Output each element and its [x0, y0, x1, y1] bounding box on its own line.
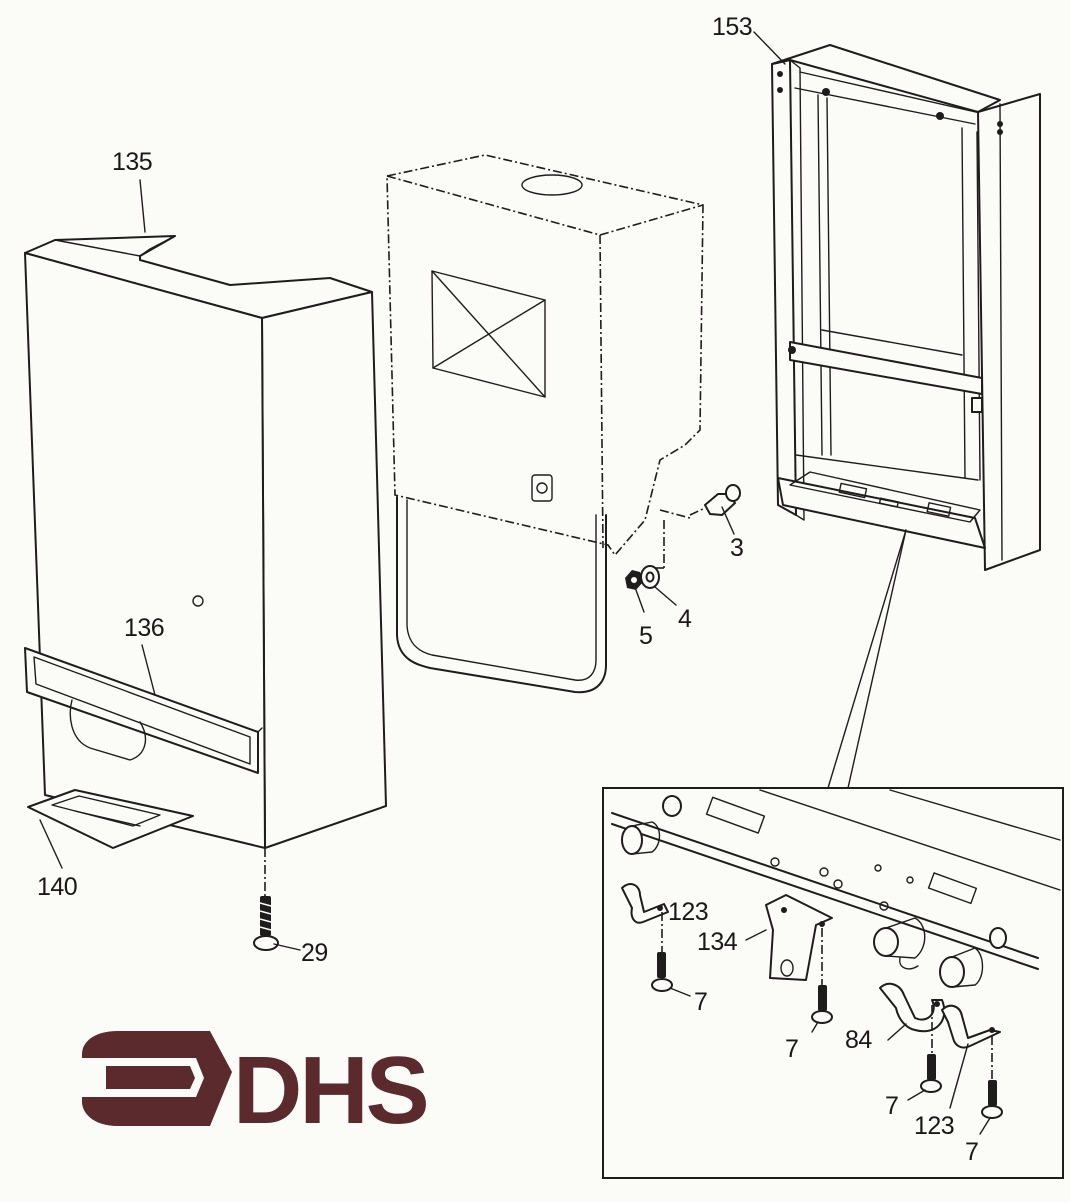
callout-153: 153 — [712, 13, 752, 41]
leader-136 — [141, 644, 156, 696]
callout-7-c: 7 — [885, 1092, 898, 1120]
callout-7-a: 7 — [694, 988, 707, 1016]
bottom-plate-140 — [27, 789, 194, 849]
leader-153 — [753, 31, 786, 65]
front-casing-135 — [24, 235, 387, 849]
detail-leader-lines — [827, 529, 907, 789]
leader-140 — [39, 819, 63, 869]
nut-5 — [625, 570, 645, 613]
callout-84: 84 — [845, 1026, 872, 1054]
boiler-body-outline — [386, 154, 704, 694]
callout-7-b: 7 — [785, 1035, 798, 1063]
callout-7-d: 7 — [965, 1138, 978, 1166]
callout-123-left: 123 — [668, 898, 708, 926]
detail-inset — [602, 787, 1064, 1179]
callout-5: 5 — [639, 622, 652, 650]
dhs-logo: DHS — [82, 1031, 430, 1144]
callout-3: 3 — [730, 534, 743, 562]
callout-4: 4 — [678, 605, 692, 633]
fitting-3 — [689, 484, 741, 535]
logo-text: DHS — [233, 1037, 427, 1144]
washer-4 — [640, 520, 677, 606]
wall-frame-153 — [771, 44, 1041, 571]
callout-29: 29 — [301, 939, 328, 967]
callout-134: 134 — [697, 928, 738, 956]
sight-opening — [69, 699, 147, 761]
callout-136: 136 — [124, 614, 164, 642]
screw-29 — [253, 848, 301, 951]
leader-135 — [139, 179, 146, 233]
callout-140: 140 — [37, 873, 77, 901]
callout-123-right: 123 — [914, 1112, 954, 1140]
callout-135: 135 — [112, 148, 152, 176]
front-panel-136 — [24, 647, 263, 774]
dhs-arrow-mark — [82, 1031, 232, 1126]
